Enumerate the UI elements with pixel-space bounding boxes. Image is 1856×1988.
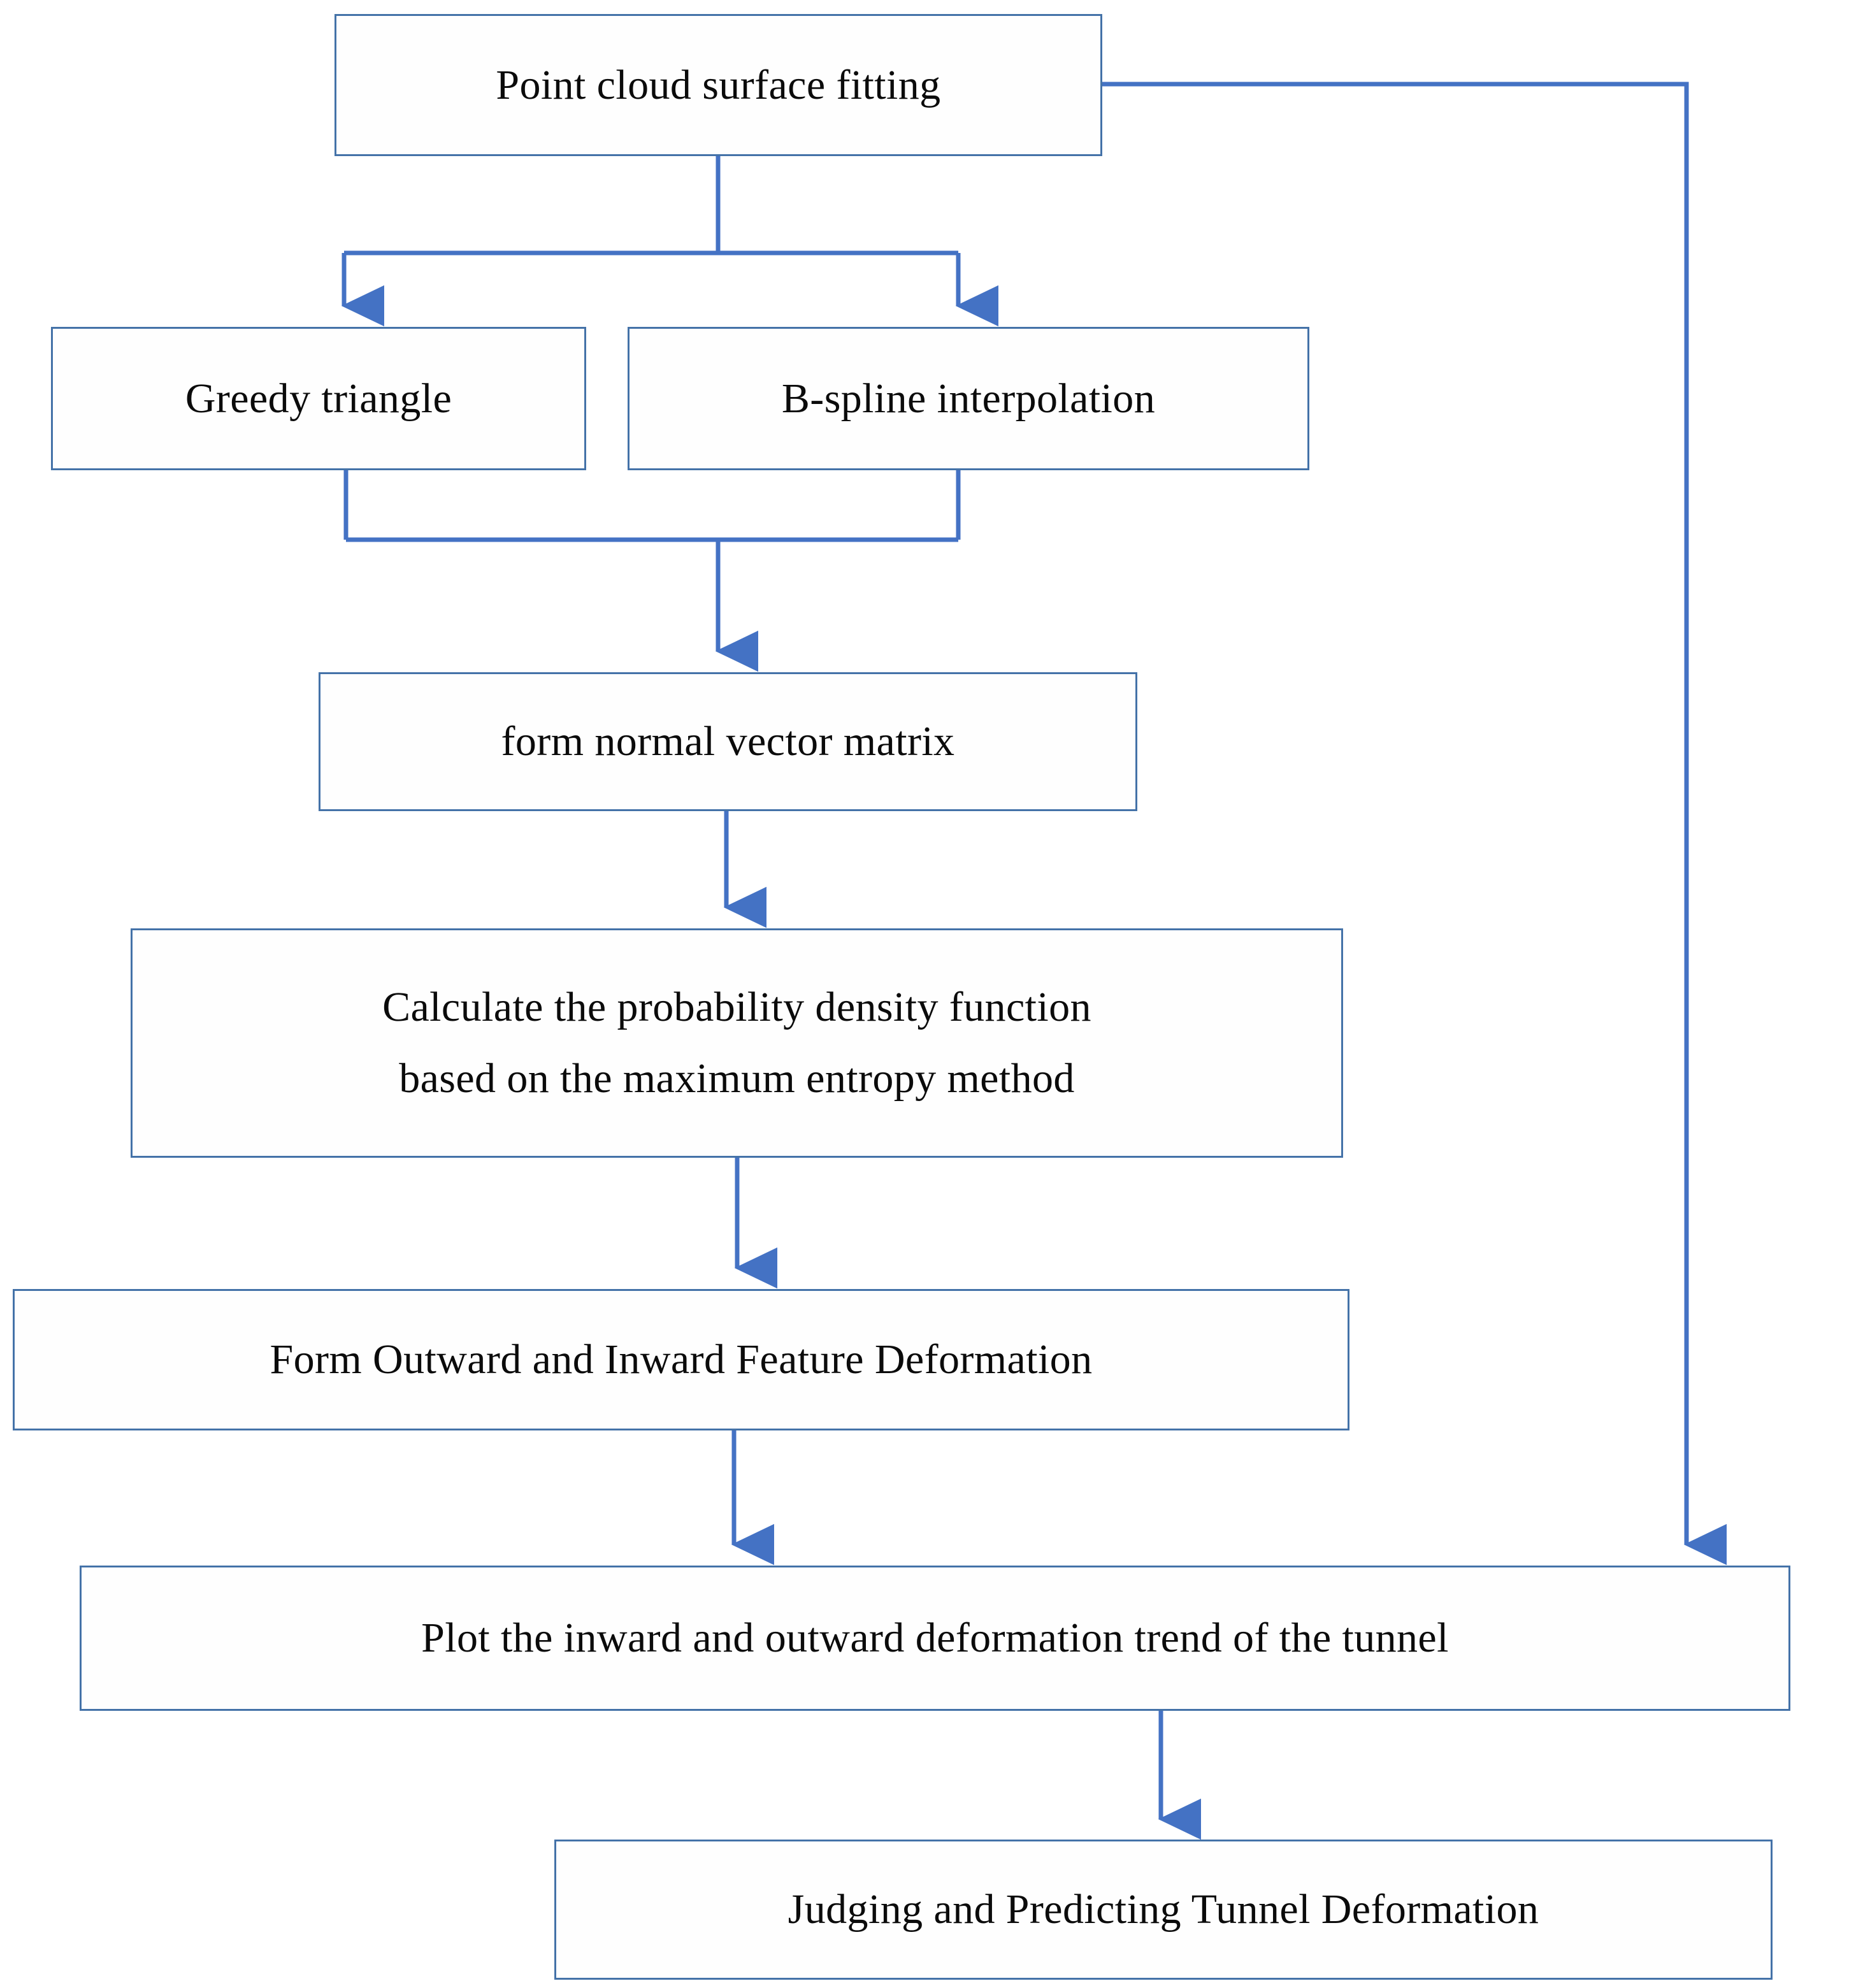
node-label: form normal vector matrix	[501, 718, 955, 765]
node-point-cloud-surface-fitting[interactable]: Point cloud surface fitting	[335, 14, 1102, 156]
edge-bypass-fitting-to-plot	[1102, 82, 1727, 1566]
node-plot-inward-outward-deformation-trend[interactable]: Plot the inward and outward deformation …	[80, 1566, 1790, 1711]
node-label-line-2: based on the maximum entropy method	[399, 1055, 1075, 1102]
node-label: Judging and Predicting Tunnel Deformatio…	[788, 1886, 1539, 1933]
node-label-line-1: Calculate the probability density functi…	[382, 984, 1091, 1031]
node-greedy-triangle[interactable]: Greedy triangle	[51, 327, 586, 470]
node-label: Plot the inward and outward deformation …	[421, 1615, 1449, 1662]
node-label: Greedy triangle	[185, 375, 452, 422]
edge-merge-to-normal-matrix	[343, 470, 961, 672]
edge-split-to-greedy	[341, 156, 958, 327]
node-calculate-probability-density-function[interactable]: Calculate the probability density functi…	[131, 928, 1343, 1158]
node-label: Form Outward and Inward Feature Deformat…	[270, 1336, 1093, 1383]
node-judging-and-predicting-tunnel-deformation[interactable]: Judging and Predicting Tunnel Deformatio…	[554, 1840, 1773, 1980]
node-b-spline-interpolation[interactable]: B-spline interpolation	[628, 327, 1309, 470]
node-label: B-spline interpolation	[781, 375, 1156, 422]
node-form-normal-vector-matrix[interactable]: form normal vector matrix	[319, 672, 1137, 811]
node-form-outward-and-inward-feature-deformation[interactable]: Form Outward and Inward Feature Deformat…	[13, 1289, 1349, 1430]
node-label: Point cloud surface fitting	[496, 61, 941, 108]
